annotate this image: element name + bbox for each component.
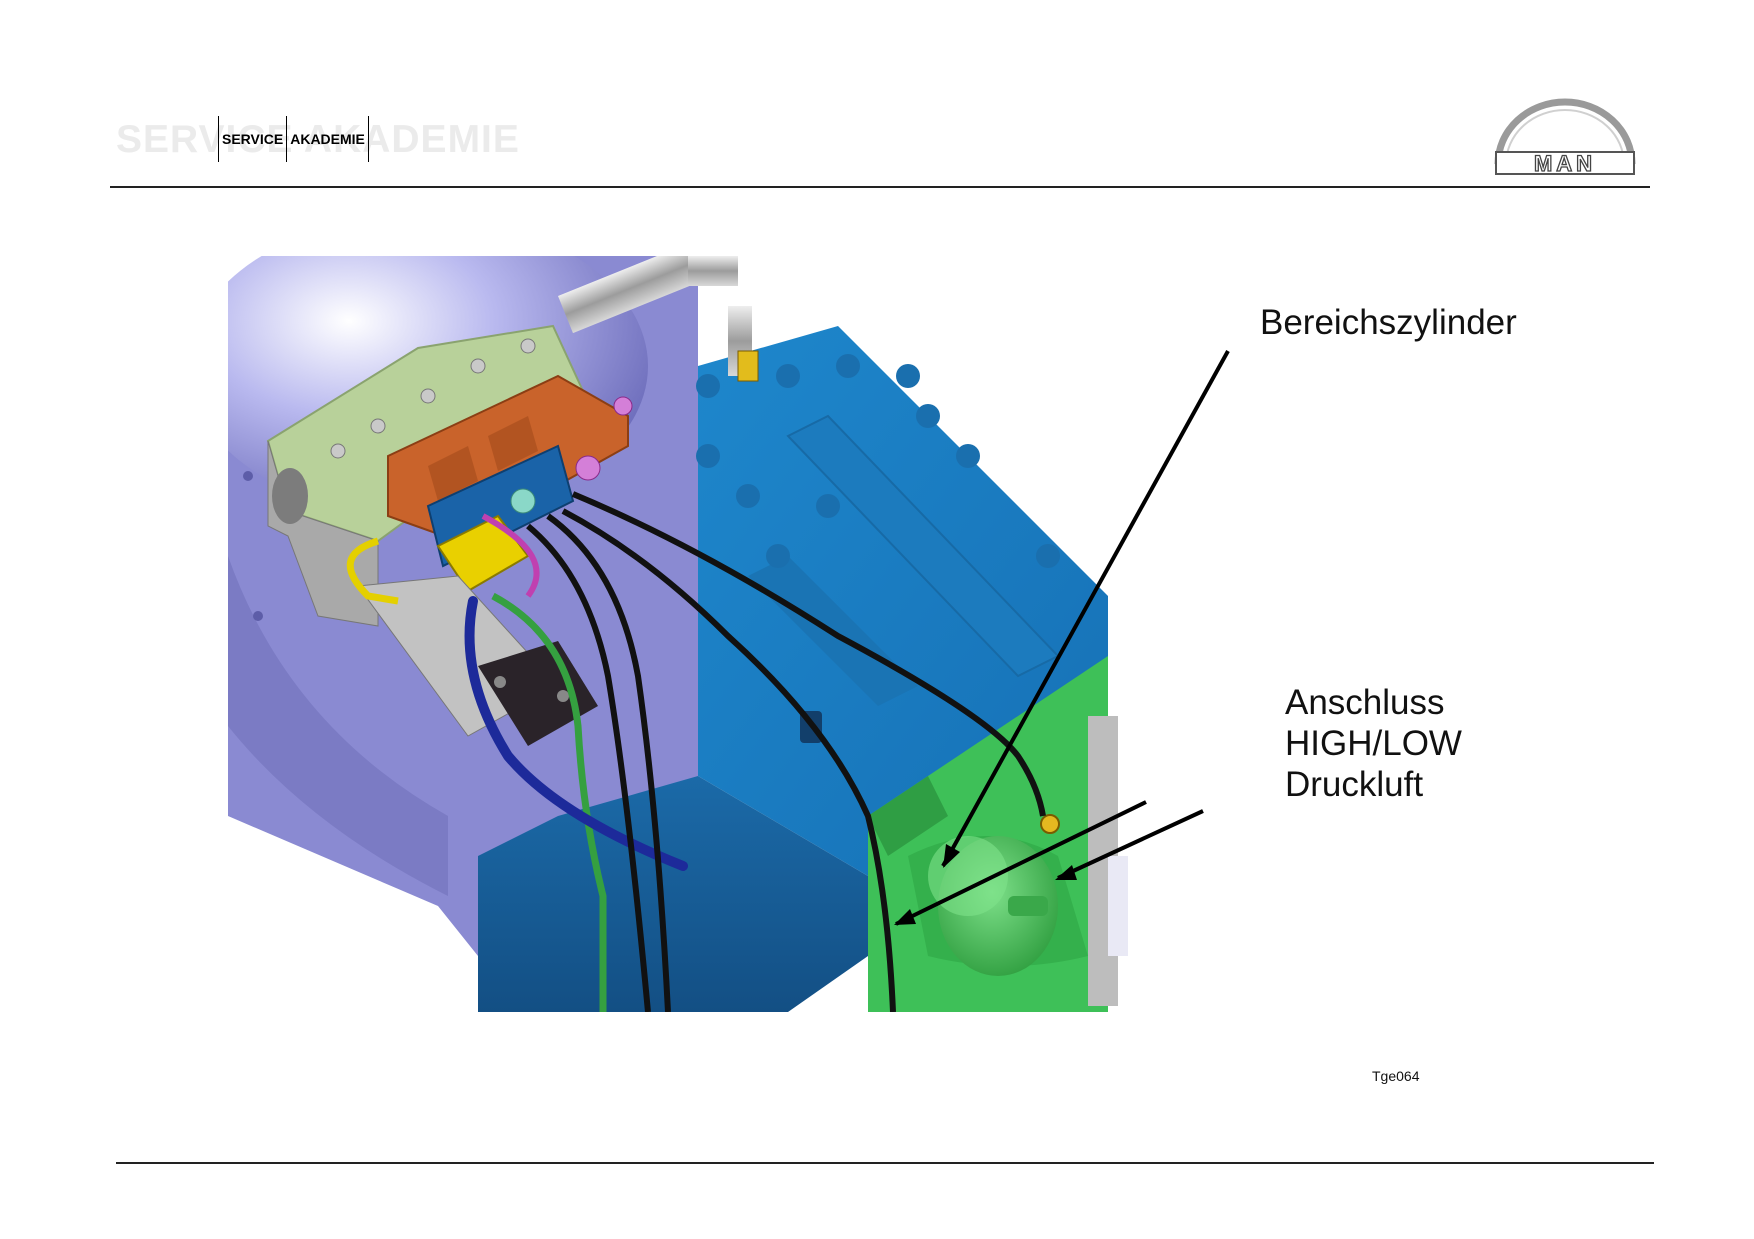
figure-code: Tge064 [1372,1068,1420,1084]
hose-black-4 [571,491,1046,817]
hose-navy [464,596,688,871]
arrow-anschluss-1 [895,800,1147,926]
label-anschluss-line-2: HIGH/LOW [1285,724,1462,763]
header-rule [110,186,1650,188]
man-logo: MAN [1494,98,1636,177]
logo-text: MAN [1534,151,1596,176]
hose-black-1 [526,523,651,1012]
high-low-fitting [1040,814,1060,834]
hose-black-2 [546,513,671,1012]
hose-green [491,592,607,1012]
header-watermark: SERVICE AKADEMIE [116,118,520,161]
label-anschluss-line-3: Druckluft [1285,765,1424,804]
header-word-service: SERVICE [218,116,286,162]
hose-pink [481,513,540,598]
header-title-box: SERVICE AKADEMIE [218,116,369,162]
shift-rod [558,256,713,334]
hose-black-3 [561,508,896,1012]
label-bereichszylinder: Bereichszylinder [1260,303,1517,342]
gearbox-side-face [478,776,868,1012]
arrow-anschluss-2 [1057,809,1204,880]
transmission-illustration [228,256,1230,1012]
label-anschluss-high-low: Anschluss HIGH/LOW Druckluft [1285,682,1462,805]
label-anschluss-line-1: Anschluss [1285,683,1445,722]
black-bracket [478,641,598,746]
footer-rule [116,1162,1654,1164]
header-word-akademie: AKADEMIE [286,116,369,162]
arrow-bereichszylinder [941,350,1230,867]
hose-yellow [346,537,399,605]
